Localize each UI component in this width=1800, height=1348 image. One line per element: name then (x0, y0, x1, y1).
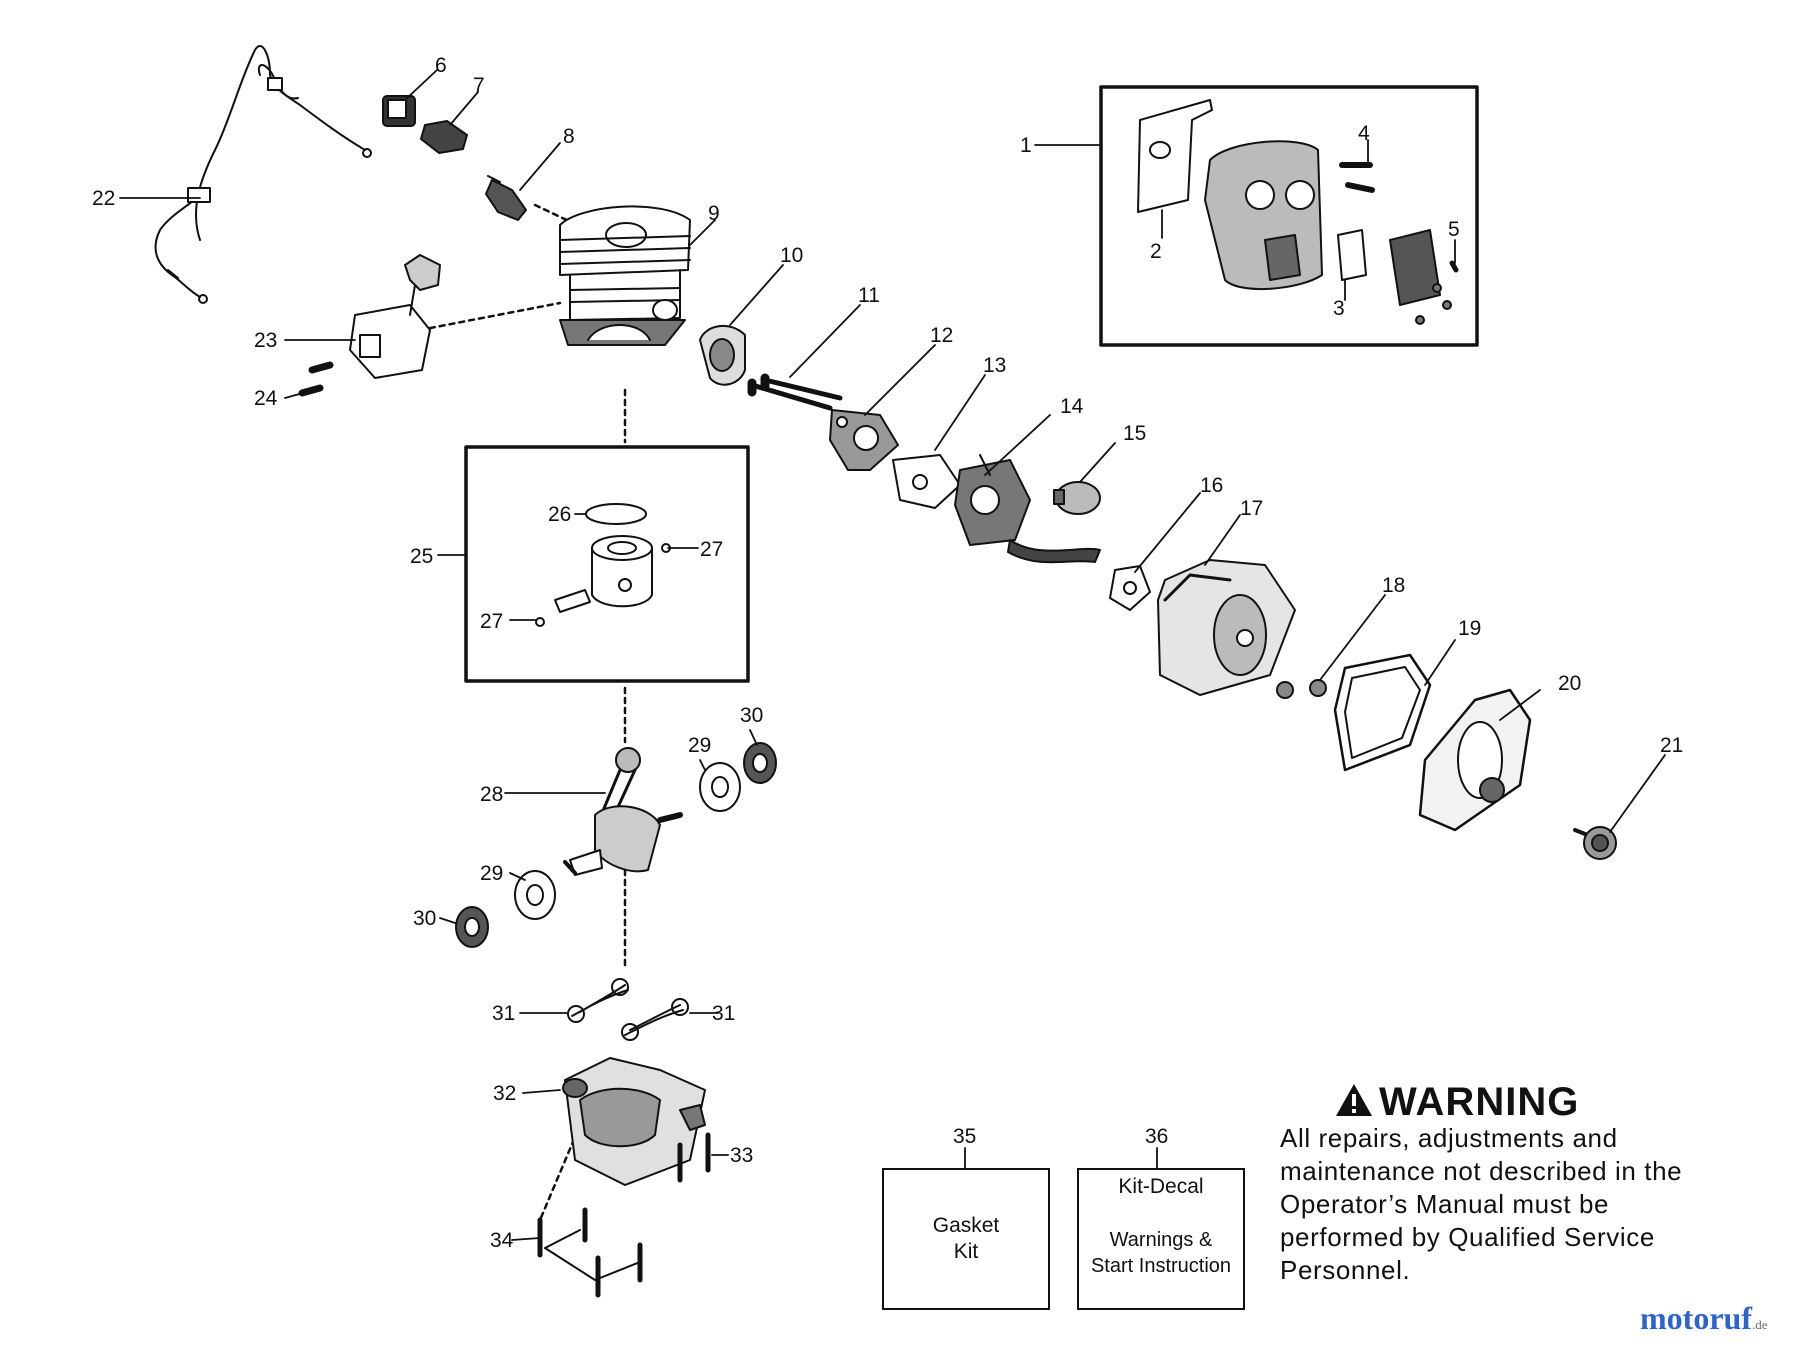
air-filter-cover (1418, 688, 1532, 832)
part-number: 30 (740, 704, 763, 727)
gasket-kit-line1: Gasket (932, 1214, 1000, 1237)
air-filter (1333, 653, 1432, 772)
part-number: 29 (480, 862, 503, 885)
part-number: 29 (688, 734, 711, 757)
part-number: 27 (480, 610, 503, 633)
part-number: 6 (435, 54, 447, 77)
leader-lines (119, 69, 1666, 1241)
part-number: 7 (473, 74, 485, 97)
carburetor-bolts (747, 373, 843, 411)
part-number: 12 (930, 324, 953, 347)
carburetor-adapter (829, 409, 899, 471)
gasket-kit-label: Gasket Kit (884, 1213, 1048, 1265)
part-number: 19 (1458, 617, 1481, 640)
gasket (892, 454, 961, 509)
part-number: 21 (1660, 734, 1683, 757)
warning-heading: WARNING (1335, 1080, 1579, 1127)
switch-parts (382, 95, 468, 154)
crankcase-bolts (537, 1207, 643, 1298)
part-number: 14 (1060, 395, 1084, 418)
gasket-kit-box: Gasket Kit (882, 1168, 1050, 1310)
part-number: 26 (548, 503, 571, 526)
air-filter-housing (1157, 559, 1296, 696)
part-number: 10 (780, 244, 803, 267)
part-number: 8 (563, 125, 575, 148)
ignition-coil (349, 254, 441, 379)
part-number: 15 (1123, 422, 1146, 445)
part-number: 28 (480, 783, 503, 806)
part-number: 36 (1145, 1125, 1168, 1148)
part-number: 33 (730, 1144, 753, 1167)
piston-kit (535, 503, 671, 627)
watermark: motoruf.de (1640, 1300, 1768, 1337)
part-number: 24 (254, 387, 278, 410)
warning-triangle-icon (1335, 1082, 1373, 1127)
part-number: 13 (983, 354, 1006, 377)
part-number: 34 (490, 1229, 514, 1252)
part-number: 9 (708, 202, 720, 225)
part-number: 22 (92, 187, 115, 210)
wiring-harness (154, 45, 372, 304)
part-number: 5 (1448, 218, 1460, 241)
crank-seals (455, 742, 777, 948)
part-number: 18 (1382, 574, 1405, 597)
warning-text: All repairs, adjustments and maintenance… (1280, 1123, 1683, 1285)
gasket-kit-line2: Kit (953, 1240, 979, 1263)
part-number: 27 (700, 538, 723, 561)
part-number: 17 (1240, 497, 1263, 520)
muffler-kit-frame (1099, 85, 1479, 347)
watermark-suffix: .de (1751, 1317, 1768, 1332)
decal-kit-title: Kit-Decal (1118, 1175, 1204, 1198)
part-number: 2 (1150, 240, 1162, 263)
crankcase-screws (677, 1132, 711, 1183)
part-number: 35 (953, 1125, 976, 1148)
coil-screws (298, 361, 334, 397)
crankshaft (563, 747, 683, 876)
part-number: 31 (492, 1002, 515, 1025)
cover-knob (1573, 826, 1617, 860)
carburetor (954, 454, 1101, 564)
decal-kit-line1: Warnings & (1109, 1229, 1213, 1251)
part-number: 11 (858, 284, 880, 307)
part-number: 31 (712, 1002, 735, 1025)
part-number: 20 (1558, 672, 1581, 695)
part-number: 25 (410, 545, 433, 568)
decal-kit-line2: Start Instruction (1090, 1255, 1232, 1277)
part-number: 3 (1333, 297, 1345, 320)
crankcase-gaskets (567, 978, 689, 1041)
part-number: 1 (1020, 134, 1032, 157)
warning-title-text: WARNING (1379, 1080, 1580, 1124)
muffler-kit (1137, 99, 1459, 325)
intake-boot (699, 325, 746, 386)
part-numbers: 1 2 3 4 5 6 7 8 9 10 11 12 13 14 15 16 1… (92, 54, 1683, 1252)
primer-bulb (1053, 481, 1101, 515)
part-number: 23 (254, 329, 277, 352)
nuts (1276, 679, 1327, 699)
decal-kit-box: Kit-Decal Warnings & Start Instruction (1077, 1168, 1245, 1310)
cylinder (559, 205, 691, 346)
air-filter-gasket (1109, 565, 1151, 611)
spark-plug (485, 175, 527, 221)
part-number: 32 (493, 1082, 516, 1105)
crank-bearings (514, 762, 741, 920)
part-number: 4 (1358, 122, 1370, 145)
watermark-brand: motoruf (1640, 1300, 1752, 1336)
decal-kit-label: Warnings & Start Instruction (1079, 1227, 1243, 1279)
part-number: 30 (413, 907, 436, 930)
part-number: 16 (1200, 474, 1223, 497)
crankcase (562, 1057, 706, 1186)
piston-kit-frame (464, 445, 750, 683)
